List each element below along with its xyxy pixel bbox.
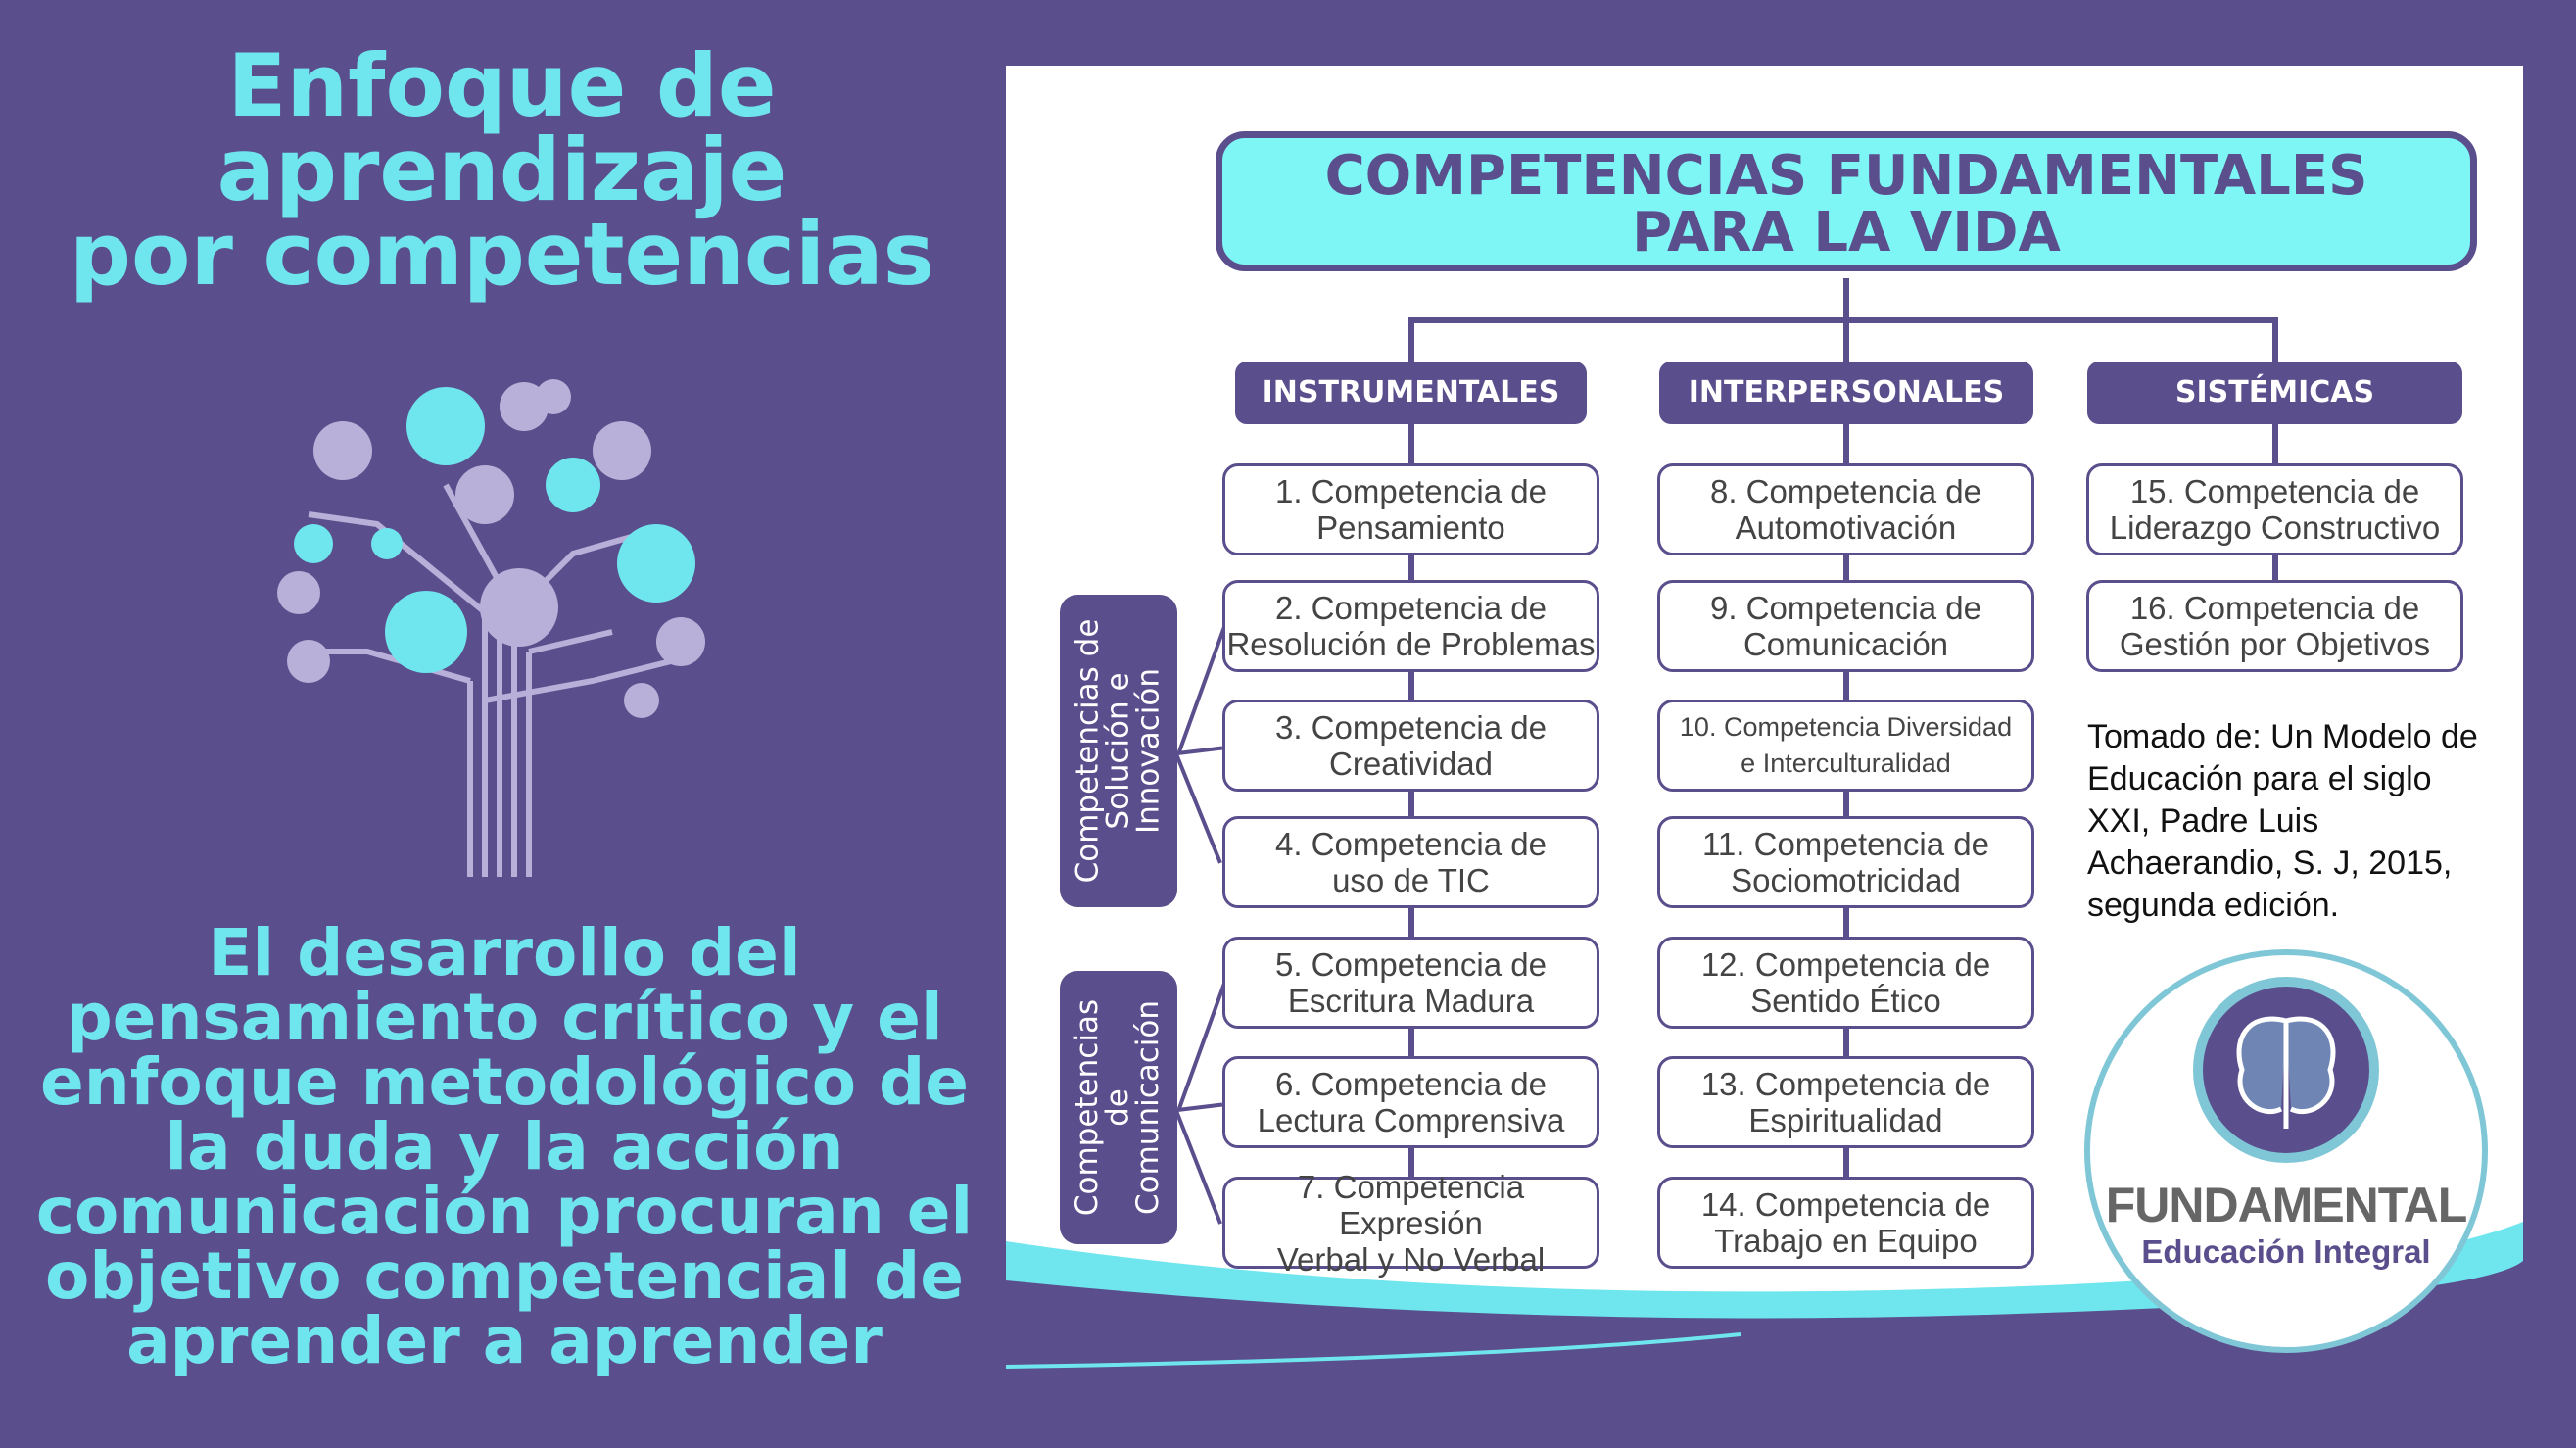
- competency-box: 3. Competencia de Creatividad: [1222, 700, 1599, 792]
- connector: [1843, 317, 1849, 1269]
- competency-box: 6. Competencia de Lectura Comprensiva: [1222, 1056, 1599, 1148]
- title-line: aprendizaje: [216, 120, 787, 220]
- wave-decoration: [1006, 1222, 2523, 1380]
- body-line: la duda y la acción: [165, 1109, 844, 1184]
- title-line: por competencias: [70, 204, 934, 305]
- connector: [1408, 317, 1414, 1269]
- citation: Tomado de: Un Modelo de Educación para e…: [2087, 718, 2478, 924]
- competency-box: 12. Competencia de Sentido Ético: [1657, 937, 2034, 1029]
- group-connector: [1177, 983, 1226, 1109]
- competency-box: 2. Competencia de Resolución de Problema…: [1222, 580, 1599, 672]
- competency-box: 15. Competencia de Liderazgo Constructiv…: [2086, 463, 2463, 555]
- competency-box: 8. Competencia de Automotivación: [1657, 463, 2034, 555]
- group-connector: [1173, 750, 1222, 864]
- group-connector: [1173, 1107, 1222, 1225]
- competency-box: 9. Competencia de Comunicación: [1657, 580, 2034, 672]
- category-1: INTERPERSONALES: [1659, 362, 2033, 424]
- competency-box: 13. Competencia de Espiritualidad: [1657, 1056, 2034, 1148]
- competency-box: 4. Competencia de uso de TIC: [1222, 816, 1599, 908]
- competency-box: 16. Competencia de Gestión por Objetivos: [2086, 580, 2463, 672]
- brain-icon: [2193, 977, 2379, 1163]
- group-connector: [1177, 1102, 1223, 1112]
- diagram-title-line: COMPETENCIAS FUNDAMENTALES: [1324, 144, 2368, 208]
- category-2: SISTÉMICAS: [2087, 362, 2462, 424]
- body-text: El desarrollo del pensamiento crítico y …: [15, 921, 994, 1374]
- page-title: Enfoque de aprendizaje por competencias: [20, 35, 984, 305]
- logo-tagline: Educación Integral: [2141, 1233, 2431, 1270]
- body-line: enfoque metodológico de: [39, 1044, 970, 1120]
- title-line: Enfoque de: [227, 35, 777, 136]
- side-group-label: Competencias de Comunicación: [1070, 998, 1167, 1217]
- logo: FUNDAMENTAL Educación Integral: [2084, 949, 2488, 1353]
- body-line: objetivo competencial de: [45, 1238, 964, 1314]
- diagram-title: COMPETENCIAS FUNDAMENTALES PARA LA VIDA: [1216, 131, 2477, 271]
- side-group-1: Competencias de Comunicación: [1060, 971, 1177, 1244]
- technology-tree-icon: [277, 379, 705, 877]
- body-line: aprender a aprender: [126, 1303, 883, 1378]
- group-connector: [1177, 626, 1226, 752]
- diagram-panel: COMPETENCIAS FUNDAMENTALES PARA LA VIDA …: [1006, 66, 2523, 1380]
- competency-box: 5. Competencia de Escritura Madura: [1222, 937, 1599, 1029]
- side-group-0: Competencias de Solución e Innovación: [1060, 595, 1177, 907]
- competency-box: 11. Competencia de Sociomotricidad: [1657, 816, 2034, 908]
- logo-name: FUNDAMENTAL: [2105, 1178, 2468, 1232]
- category-0: INSTRUMENTALES: [1235, 362, 1587, 424]
- competency-box: 14. Competencia de Trabajo en Equipo: [1657, 1177, 2034, 1269]
- body-line: El desarrollo del: [208, 915, 801, 990]
- body-line: comunicación procuran el: [35, 1174, 974, 1249]
- side-group-label: Competencias de Solución e Innovación: [1070, 618, 1167, 884]
- competency-box: 1. Competencia de Pensamiento: [1222, 463, 1599, 555]
- group-connector: [1177, 746, 1223, 755]
- diagram-title-line: PARA LA VIDA: [1632, 201, 2061, 265]
- body-line: pensamiento crítico y el: [66, 980, 943, 1055]
- competency-box: 10. Competencia Diversidad e Intercultur…: [1657, 700, 2034, 792]
